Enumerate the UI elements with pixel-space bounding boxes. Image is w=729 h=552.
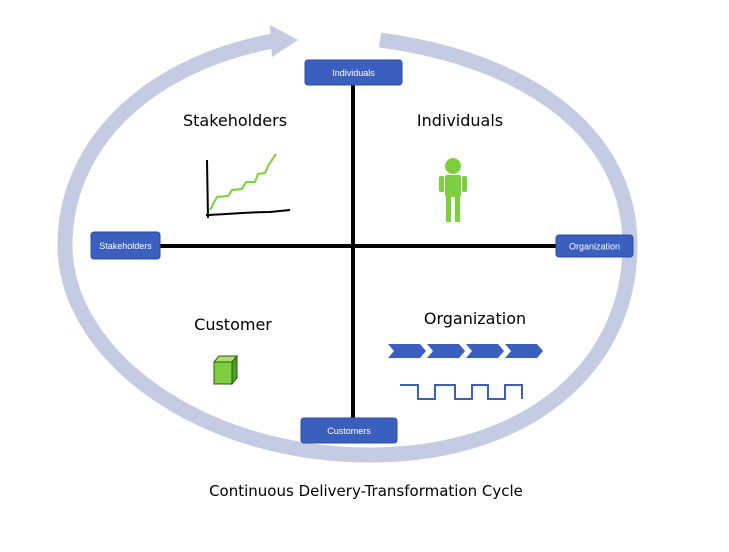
axis-label-top: Individuals: [304, 59, 403, 86]
quadrant-title-organization: Organization: [424, 309, 526, 328]
quadrant-title-stakeholders: Stakeholders: [183, 111, 287, 130]
axis-label-bottom-text: Customers: [327, 426, 371, 436]
quadrant-title-customer: Customer: [194, 315, 272, 334]
axis-label-left: Stakeholders: [90, 231, 161, 260]
quadrant-title-individuals: Individuals: [417, 111, 503, 130]
cycle-arrow: [57, 25, 638, 463]
growth-chart-icon: [205, 153, 291, 219]
cycle-arrow-head: [270, 25, 298, 57]
person-icon: [439, 158, 467, 222]
axis-label-right-text: Organization: [569, 242, 620, 252]
axis-label-top-text: Individuals: [332, 68, 375, 78]
cube-icon: [212, 354, 239, 386]
axis-label-left-text: Stakeholders: [99, 241, 152, 251]
process-flow-icon: [388, 344, 543, 400]
axis-label-right: Organization: [555, 234, 634, 258]
diagram-caption: Continuous Delivery-Transformation Cycle: [209, 482, 523, 500]
axis-label-bottom: Customers: [300, 417, 398, 444]
